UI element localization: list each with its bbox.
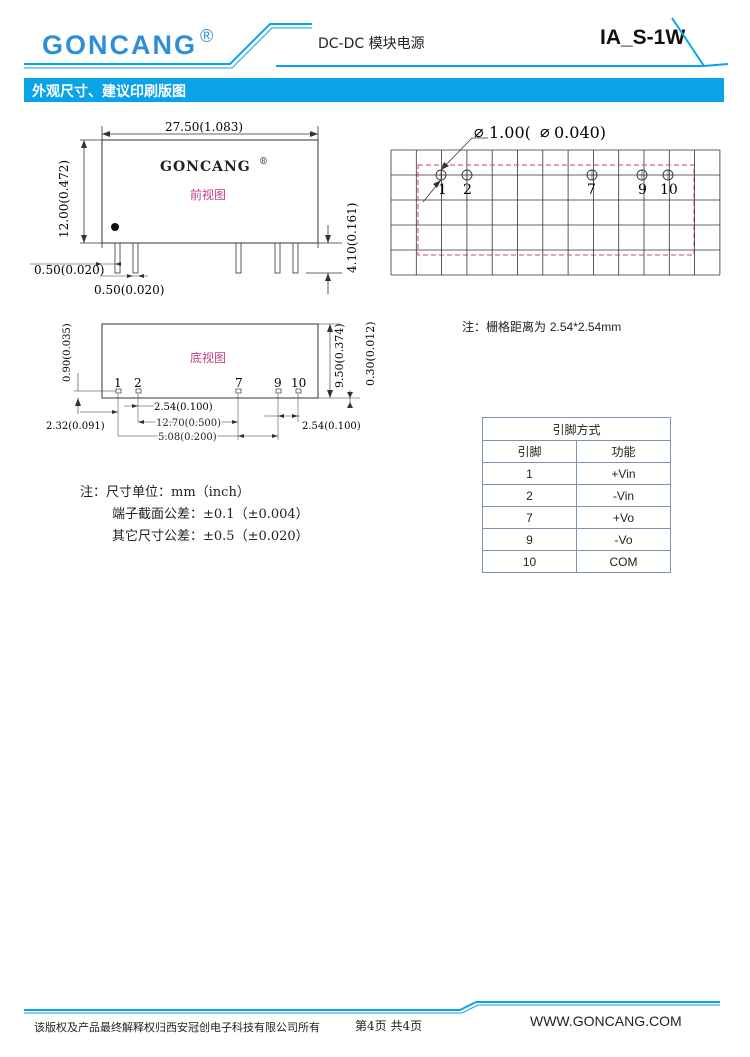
- dim-width: 9.50(0.374): [333, 323, 346, 388]
- pcb-pin-9: 9: [638, 182, 647, 198]
- pcb-layout-grid: 1 2 7 9 10 ⌀ 1.00( ⌀ 0.040): [390, 122, 721, 276]
- pin-table-header-pin: 引脚: [482, 440, 577, 463]
- dimension-note-pin-tolerance: 端子截面公差：±0.1（±0.004）: [112, 507, 309, 522]
- dim-edge-right: 0.30(0.012): [364, 321, 377, 386]
- section-banner: 外观尺寸、建议印刷版图: [24, 78, 724, 102]
- dim-height: 12.00(0.472): [57, 160, 71, 238]
- hole-diameter-symbol-2: ⌀: [540, 122, 550, 141]
- header-subtitle: DC-DC 模块电源: [318, 36, 425, 52]
- body-registered: ®: [259, 157, 268, 167]
- dim-pitch-1: 2.54(0.100): [154, 402, 213, 413]
- model-number: IA_S-1W: [600, 26, 686, 49]
- front-view-label: 前视图: [190, 187, 226, 202]
- dim-overall-length: 27.50(1.083): [165, 120, 243, 134]
- dim-pin-offset: 0.50(0.020): [34, 263, 104, 277]
- footer-copyright: 该版权及产品最终解释权归西安冠创电子科技有限公司所有: [34, 1021, 320, 1034]
- pcb-pin-2: 2: [463, 182, 472, 198]
- pcb-pin-7: 7: [587, 182, 596, 198]
- section-title: 外观尺寸、建议印刷版图: [32, 84, 186, 100]
- module-outline: [417, 164, 695, 256]
- dimension-note-units: 注：尺寸单位：mm（inch）: [80, 485, 250, 500]
- header-decoration: [24, 17, 729, 69]
- bottom-view-drawing: 底视图 1 2 7 9 10 0.90(0.035) 2.32(0.091) 2…: [46, 321, 377, 444]
- dim-edge-left: 0.90(0.035): [62, 323, 73, 382]
- pin-table-header-function: 功能: [576, 440, 671, 463]
- bv-pin-10: 10: [291, 376, 306, 390]
- hole-diameter: 1.00(: [489, 123, 531, 142]
- dim-pitch-2: 2.54(0.100): [302, 421, 361, 432]
- footer-page-number: 第4页 共4页: [355, 1019, 423, 1033]
- body-brand: GONCANG: [160, 159, 251, 175]
- bv-pin-1: 1: [114, 376, 122, 390]
- dim-span-7-9: 5.08(0.200): [158, 432, 217, 443]
- pin1-marker: [111, 223, 119, 231]
- pcb-pin-1: 1: [438, 182, 447, 198]
- dimension-notes: 注：尺寸单位：mm（inch） 端子截面公差：±0.1（±0.004） 其它尺寸…: [80, 482, 309, 548]
- pcb-pin-10: 10: [660, 182, 678, 198]
- bv-pin-7: 7: [235, 376, 243, 390]
- dim-span-12-7: 12.70(0.500): [156, 418, 221, 429]
- table-row: 7+Vo: [482, 506, 671, 529]
- table-row: 9-Vo: [482, 528, 671, 551]
- brand-logo: GONCANG®: [42, 26, 216, 60]
- dim-pin-from-edge: 2.32(0.091): [46, 421, 105, 432]
- footer-website[interactable]: WWW.GONCANG.COM: [530, 1013, 682, 1029]
- grid-note: 注：栅格距离为 2.54*2.54mm: [462, 320, 622, 334]
- bv-pin-9: 9: [274, 376, 282, 390]
- bottom-view-label: 底视图: [190, 350, 226, 365]
- front-view-drawing: 27.50(1.083) GONCANG ® 前视图 12.00(0.472) …: [30, 120, 359, 297]
- pin-table-caption: 引脚方式: [482, 417, 671, 441]
- dim-pin-width: 0.50(0.020): [94, 283, 164, 297]
- hole-diameter-symbol: ⌀: [474, 122, 484, 141]
- grid-lines: [390, 149, 721, 276]
- table-row: 1+Vin: [482, 462, 671, 485]
- footer-decoration: [24, 1001, 720, 1014]
- bv-pin-2: 2: [134, 376, 142, 390]
- table-row: 2-Vin: [482, 484, 671, 507]
- dimension-note-other-tolerance: 其它尺寸公差：±0.5（±0.020）: [112, 529, 309, 544]
- dim-pin-length: 4.10(0.161): [345, 203, 359, 273]
- hole-diameter-inch: 0.040): [554, 123, 606, 142]
